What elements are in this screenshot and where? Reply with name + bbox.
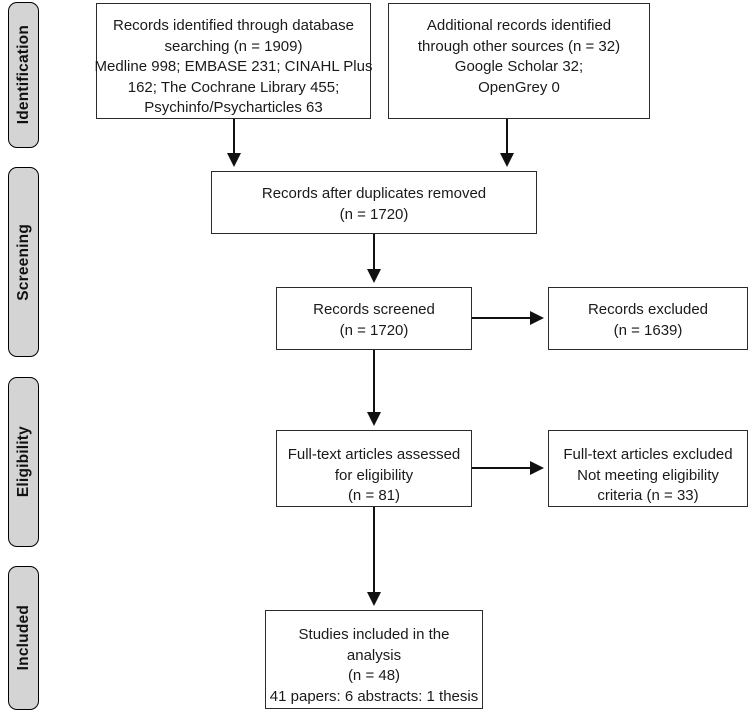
records-excluded-box: Records excluded (n = 1639): [548, 287, 748, 350]
stage-pill-eligibility: Eligibility: [8, 377, 39, 547]
box-line: analysis: [346, 646, 402, 664]
fulltext-articles-assessed-box: Full-text articles assessed for eligibil…: [276, 430, 472, 507]
box-line: for eligibility: [334, 466, 414, 484]
box-line: through other sources (n = 32): [417, 37, 621, 55]
box-line: Records excluded: [587, 301, 709, 318]
stage-label-eligibility: Eligibility: [14, 426, 32, 498]
box-line: Psychinfo/Psycharticles 63: [144, 99, 323, 116]
box-line: Records after duplicates removed: [261, 185, 487, 202]
fulltext-articles-excluded-box: Full-text articles excluded Not meeting …: [548, 430, 748, 507]
records-after-duplicates-removed-box: Records after duplicates removed (n = 17…: [211, 171, 537, 234]
stage-pill-screening: Screening: [8, 167, 39, 357]
box-line: Additional records identified: [426, 17, 612, 34]
box-line: Records screened: [313, 301, 435, 318]
stage-pill-identification: Identification: [8, 2, 39, 148]
box-line: OpenGrey 0: [478, 78, 560, 96]
box-line: 41 papers: 6 abstracts: 1 thesis: [269, 687, 479, 705]
stage-label-screening: Screening: [14, 223, 32, 301]
records-screened-box: Records screened (n = 1720): [276, 287, 472, 350]
additional-records-other-sources-box: Additional records identified through ot…: [388, 3, 650, 119]
box-line: searching (n = 1909): [164, 37, 303, 55]
stage-label-identification: Identification: [14, 25, 32, 125]
box-line: Full-text articles assessed: [287, 446, 461, 463]
box-line: (n = 1720): [339, 321, 409, 339]
box-line: 162; The Cochrane Library 455;: [127, 78, 340, 96]
stage-label-included: Included: [14, 605, 32, 671]
stage-pill-included: Included: [8, 566, 39, 710]
box-line: Studies included in the: [298, 626, 450, 643]
box-line: Full-text articles excluded: [563, 446, 733, 463]
records-identified-database-box: Records identified through database sear…: [94, 3, 373, 119]
box-line: (n = 48): [347, 667, 401, 684]
studies-included-box: Studies included in the analysis (n = 48…: [265, 610, 483, 709]
box-line: Medline 998; EMBASE 231; CINAHL Plus: [94, 58, 373, 75]
box-line: (n = 81): [347, 487, 401, 504]
box-line: Google Scholar 32;: [454, 58, 584, 75]
box-line: Not meeting eligibility: [577, 466, 719, 484]
box-line: criteria (n = 33): [597, 487, 699, 504]
box-line: (n = 1639): [613, 321, 683, 339]
box-line: (n = 1720): [339, 205, 409, 223]
box-line: Records identified through database: [113, 17, 354, 34]
